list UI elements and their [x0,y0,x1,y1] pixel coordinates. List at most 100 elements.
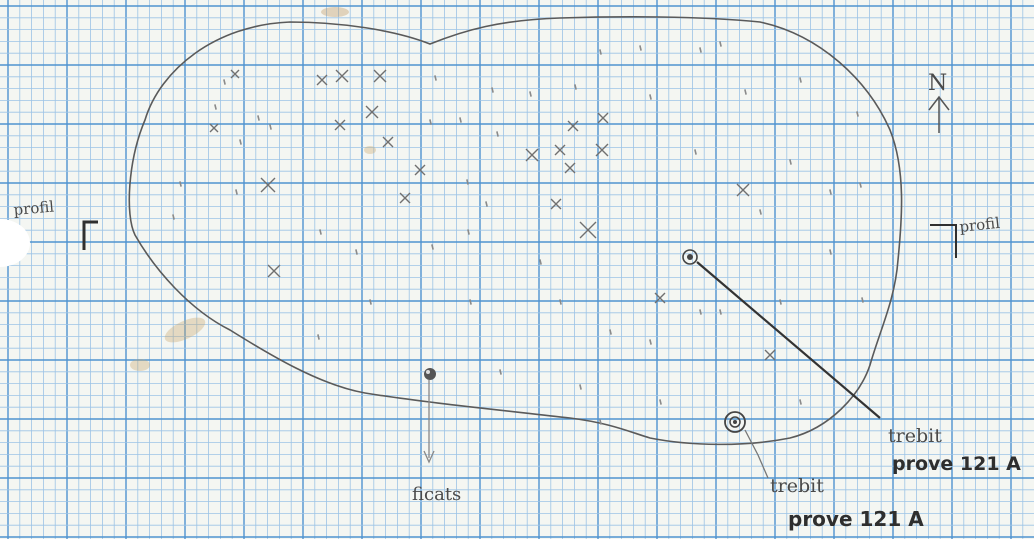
pencil-dot [369,299,372,305]
north-label: N [928,71,947,96]
pencil-dot [856,111,859,117]
pencil-dot [779,299,782,305]
pencil-dot [467,229,470,235]
circled-dot-center [687,254,693,260]
sample-upper-label-1: trebit [888,425,942,447]
x-mark-icon [579,221,597,239]
x-mark-icon [525,148,539,162]
sample-lower-leader [744,429,769,479]
pencil-dot [499,369,502,375]
pencil-dot [319,229,322,235]
profile-left-marker: profil [13,197,98,250]
profile-left-label: profil [13,197,55,218]
x-mark-icon [209,123,219,133]
sample-upper-leader [696,261,881,419]
pencil-dot [559,299,562,305]
x-mark-icon [260,177,276,193]
pencil-dot [799,77,802,83]
sample-point-lower: trebit prove 121 A [724,411,924,531]
circled-dot-icon [682,249,698,265]
pencil-dot [529,91,532,97]
stain [364,146,376,154]
pencil-dot [466,179,469,185]
x-mark-icon [365,105,379,119]
pencil-dot [861,297,864,303]
pencil-dot [179,181,182,187]
sample-lower-label-2: prove 121 A [788,507,924,531]
feature-outline [128,16,903,446]
stain [164,317,206,343]
x-mark-icon [736,183,750,197]
pencil-dot [355,249,358,255]
x-mark-icon [567,120,579,132]
x-mark-icon [595,143,609,157]
paper-stains [130,7,376,371]
pencil-dot [431,244,434,250]
x-mark-icon [382,136,394,148]
pencil-dot [859,182,862,188]
sample-upper-label-2: prove 121 A [892,453,1021,475]
pencil-dot [799,399,802,405]
pencil-dot [539,259,542,265]
pencil-dot [649,94,652,100]
circled-dot-icon [724,411,746,433]
pencil-dot [269,124,272,130]
pencil-dot [317,334,320,340]
profile-right-bracket [930,224,957,258]
x-mark-icon [554,144,566,156]
x-mark-icon [414,164,426,176]
x-mark-icon [654,292,666,304]
profile-left-bracket [82,220,98,250]
pencil-dot [639,45,642,51]
pencil-dot [789,159,792,165]
hole-punch [0,219,30,267]
x-mark-icon [334,119,346,131]
pencil-dot [699,309,702,315]
pencil-dot [434,75,437,81]
pencil-dot [659,399,662,405]
pencil-dots [172,41,864,425]
find-point: ficats [412,368,461,505]
pencil-dot [699,47,702,53]
x-mark-icon [267,264,281,278]
pencil-dot [574,84,577,90]
profile-right-marker: profil [930,214,1001,258]
pencil-dot [579,384,582,390]
pencil-dot [485,201,488,207]
pencil-dot [429,119,432,125]
x-marks [209,69,776,361]
x-mark-icon [399,192,411,204]
pencil-dot [744,89,747,95]
x-mark-icon [316,74,328,86]
pencil-dot [719,41,722,47]
x-mark-icon [564,162,576,174]
find-arrow-head [423,450,435,464]
sample-point-upper: trebit prove 121 A [682,249,1021,475]
pencil-dot [829,189,832,195]
x-mark-icon [597,112,609,124]
pencil-dot [235,189,238,195]
pencil-dot [759,209,762,215]
pencil-dot [609,329,612,335]
filled-dot-icon [424,368,436,380]
x-mark-icon [335,69,349,83]
pencil-dot [459,117,462,123]
x-mark-icon [764,349,776,361]
pencil-dot [257,115,260,121]
x-mark-icon [550,198,562,210]
pencil-dot [599,49,602,55]
circled-dot-ring [729,416,741,428]
circled-dot-center [733,420,737,424]
pencil-dot [829,249,832,255]
pencil-dot [719,309,722,315]
pencil-dot [469,299,472,305]
pencil-dot [491,87,494,93]
x-mark-icon [230,69,240,79]
pencil-dot [649,339,652,345]
sample-lower-label-1: trebit [770,475,824,497]
pencil-dot [239,139,242,145]
stain [130,359,150,371]
filled-dot-highlight [426,370,430,374]
